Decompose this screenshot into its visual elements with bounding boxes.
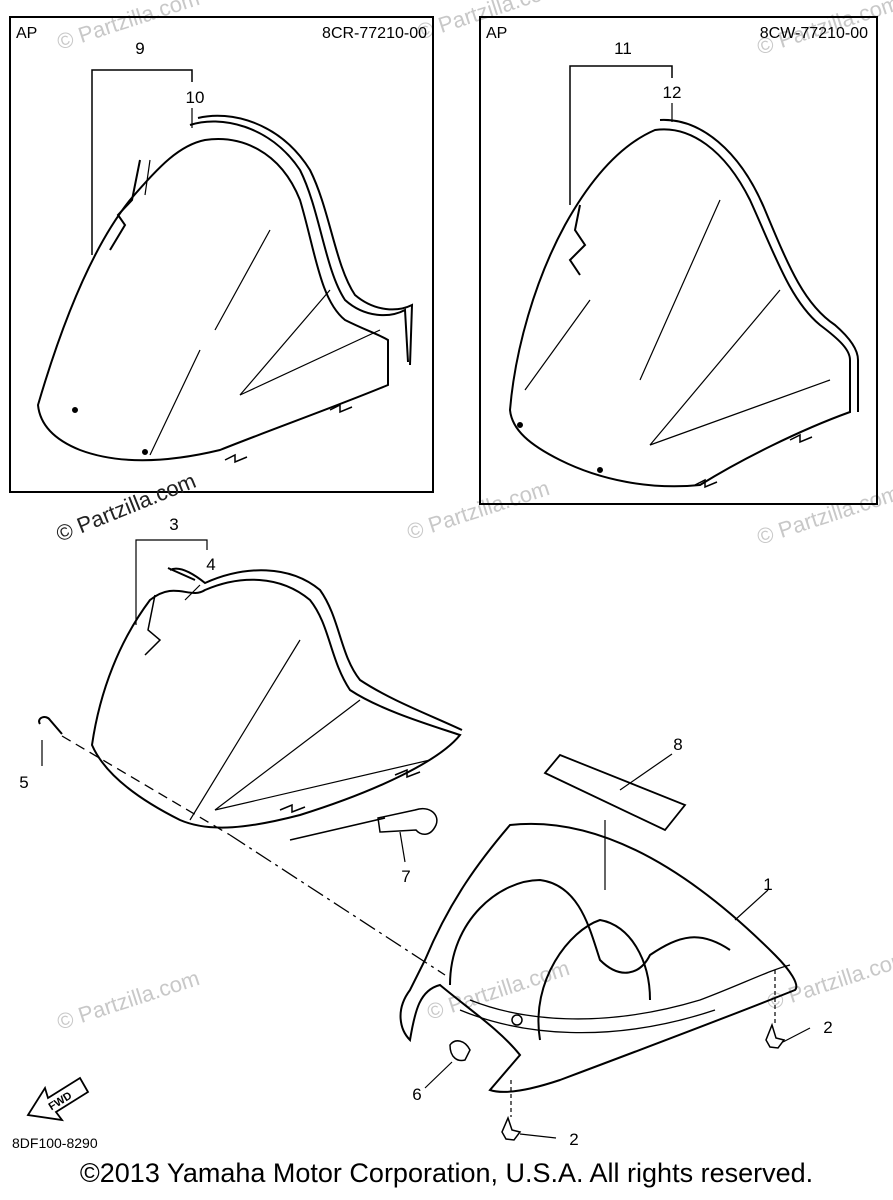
callout-7: 7 [401,867,410,886]
watermark-text: © Partzilla.com [764,945,893,1015]
callout-9: 9 [135,39,144,58]
watermark-text: © Partzilla.com [54,0,203,55]
screw-part [501,1115,522,1141]
pad-part [543,753,687,832]
callout-10: 10 [186,88,205,107]
copyright-notice: ©2013 Yamaha Motor Corporation, U.S.A. A… [79,1158,814,1188]
callout-bracket [569,65,673,205]
panel-part-number: 8CW-77210-00 [760,25,868,42]
callout-8: 8 [673,735,682,754]
main-windshield [90,578,462,829]
watermark-text: © Partzilla.com [54,965,203,1035]
watermark-text: © Partzilla.com [404,475,553,545]
callout-4: 4 [206,555,215,574]
bracket-part [377,808,438,835]
panel-8cw: AP 8CW-77210-00 11 12 [479,16,878,505]
screw-part [765,1022,786,1049]
callout-2: 2 [823,1018,832,1037]
panel-frame [479,16,878,505]
windshield-8cw [508,118,859,489]
callout-bracket [91,69,193,255]
windshield-8cr [36,114,414,464]
callout-12: 12 [663,83,682,102]
watermark-text: © Partzilla.com [754,480,893,550]
panel-market-label: AP [486,25,507,42]
callout-5: 5 [19,773,28,792]
panel-frame [9,16,434,493]
main-assembly [38,567,798,1141]
parts-diagram: © Partzilla.com © Partzilla.com © Partzi… [9,0,893,1151]
diagram-code: 8DF100-8290 [12,1135,98,1151]
panel-part-number: 8CR-77210-00 [322,25,427,42]
panel-8cr: AP 8CR-77210-00 9 10 © Partzilla.com [9,16,434,547]
panel-market-label: AP [16,25,37,42]
watermark-text: © Partzilla.com [53,468,200,547]
fwd-arrow-icon: FWD [26,1076,90,1122]
callout-3: 3 [169,515,178,534]
callout-11: 11 [614,39,632,58]
callout-1: 1 [763,875,772,894]
cowling-part [399,822,798,1093]
bolt-part [38,716,63,735]
grommet-part [449,1040,471,1062]
callout-2: 2 [569,1130,578,1149]
callout-6: 6 [412,1085,421,1104]
callout-leaders [41,539,811,1139]
